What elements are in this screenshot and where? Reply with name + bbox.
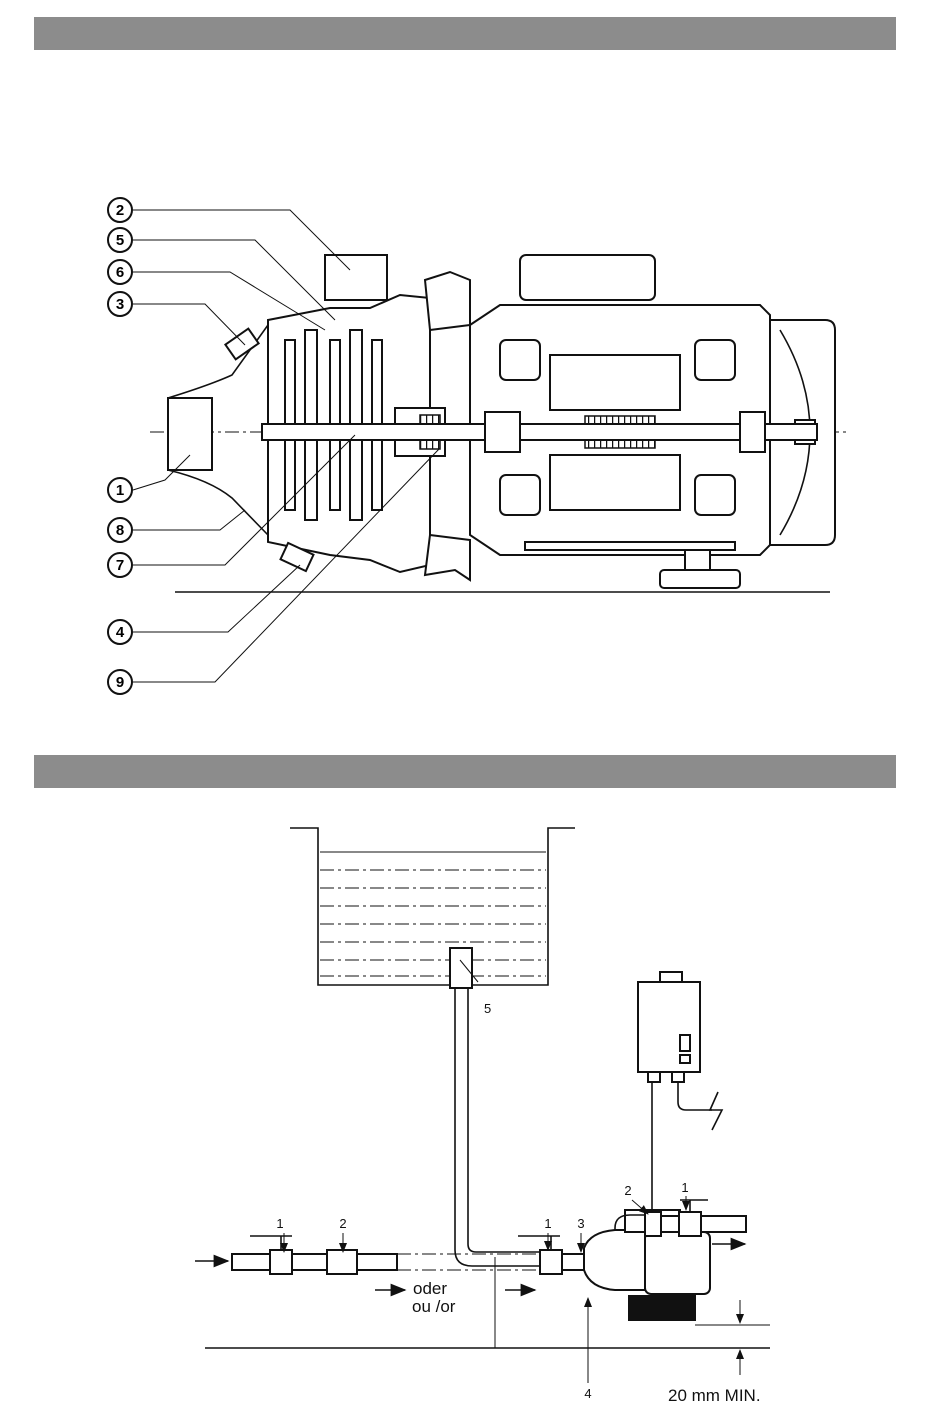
section-header-bar-2 [34, 755, 896, 788]
callout-7: 7 [108, 553, 132, 577]
motor-shaft [262, 424, 817, 440]
label-oder: oder [413, 1279, 447, 1298]
bearing-front [485, 412, 520, 452]
svg-text:8: 8 [116, 522, 124, 539]
plug-top [225, 329, 258, 360]
label-base: 4 [584, 1386, 591, 1401]
section-header-bar-1 [34, 17, 896, 50]
discharge-port [325, 255, 387, 300]
label-tank-strainer: 5 [484, 1001, 491, 1016]
motor-foot [525, 542, 740, 588]
motor-housing [470, 255, 770, 555]
svg-text:1: 1 [116, 482, 124, 499]
suction-inlet [168, 325, 268, 535]
label-clearance: 20 mm MIN. [668, 1386, 761, 1405]
label-pump-inlet: 3 [577, 1216, 584, 1231]
label-ou-or: ou /or [412, 1297, 456, 1316]
svg-text:5: 5 [116, 232, 124, 249]
installation-diagram: 5 oder ou /or 1 2 1 3 4 [0, 820, 950, 1419]
svg-text:2: 2 [116, 202, 124, 219]
callout-1: 1 [108, 478, 132, 502]
svg-text:6: 6 [116, 264, 124, 281]
label-left-valve: 1 [276, 1216, 283, 1231]
suction-pipe-inner [468, 988, 540, 1252]
svg-text:3: 3 [116, 296, 124, 313]
callout-6: 6 [108, 260, 132, 284]
svg-text:4: 4 [116, 624, 125, 641]
control-box [638, 972, 722, 1130]
label-outlet-valve: 1 [681, 1180, 688, 1195]
callout-2: 2 [108, 198, 132, 222]
label-outlet-check-valve: 2 [624, 1183, 631, 1198]
svg-text:7: 7 [116, 557, 124, 574]
callout-9: 9 [108, 670, 132, 694]
callout-3: 3 [108, 292, 132, 316]
tank-strainer [450, 948, 472, 988]
label-pump-valve: 1 [544, 1216, 551, 1231]
inlet-pipe [232, 1236, 540, 1274]
terminal-box [520, 255, 655, 300]
label-left-check-valve: 2 [339, 1216, 346, 1231]
clearance-dimension [695, 1300, 770, 1375]
bearing-rear [740, 412, 765, 452]
pump-base [628, 1295, 696, 1321]
callout-5: 5 [108, 228, 132, 252]
callout-4: 4 [108, 620, 132, 644]
callout-8: 8 [108, 518, 132, 542]
pump-inlet-valve [518, 1236, 584, 1274]
pump-cross-section-diagram: 2 5 6 3 1 8 7 4 9 [0, 180, 950, 720]
svg-text:9: 9 [116, 674, 124, 691]
water-tank [290, 828, 575, 985]
